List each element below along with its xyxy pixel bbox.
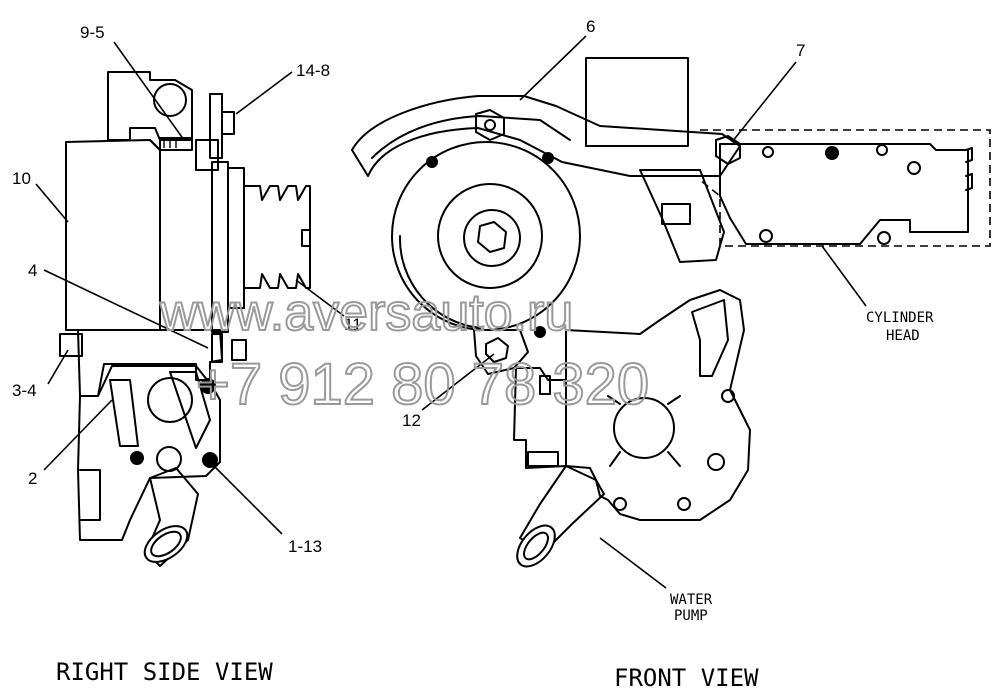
callout-3-4: 3-4 bbox=[12, 381, 37, 400]
callout-7: 7 bbox=[796, 41, 805, 60]
callout-14-8: 14-8 bbox=[296, 61, 330, 80]
callout-10: 10 bbox=[12, 169, 31, 188]
callout-2: 2 bbox=[28, 469, 37, 488]
right-side-view-title: RIGHT SIDE VIEW bbox=[56, 658, 273, 686]
callout-12: 12 bbox=[402, 411, 421, 430]
right-side-view-drawing bbox=[59, 71, 311, 567]
watermark-site: www.aversauto.ru bbox=[159, 284, 573, 342]
callout-6: 6 bbox=[586, 17, 595, 36]
callout-11: 11 bbox=[344, 315, 362, 334]
leader-lines bbox=[35, 35, 867, 589]
water-pump-label-line1: WATER bbox=[670, 592, 713, 608]
cylinder-head-label-line2: HEAD bbox=[886, 328, 920, 344]
front-view-title: FRONT VIEW bbox=[614, 664, 759, 692]
cylinder-head-label-line1: CYLINDER bbox=[866, 310, 934, 326]
front-view-drawing bbox=[351, 57, 991, 568]
water-pump-label-line2: PUMP bbox=[674, 608, 708, 624]
callout-9-5: 9-5 bbox=[80, 23, 105, 42]
callout-labels: 9-5 14-8 10 4 3-4 2 11 1-13 6 7 12 CYLIN… bbox=[12, 17, 934, 624]
callout-4: 4 bbox=[28, 261, 37, 280]
watermark-phone: +7 912 80 78 320 bbox=[196, 352, 649, 417]
callout-1-13: 1-13 bbox=[288, 537, 322, 556]
